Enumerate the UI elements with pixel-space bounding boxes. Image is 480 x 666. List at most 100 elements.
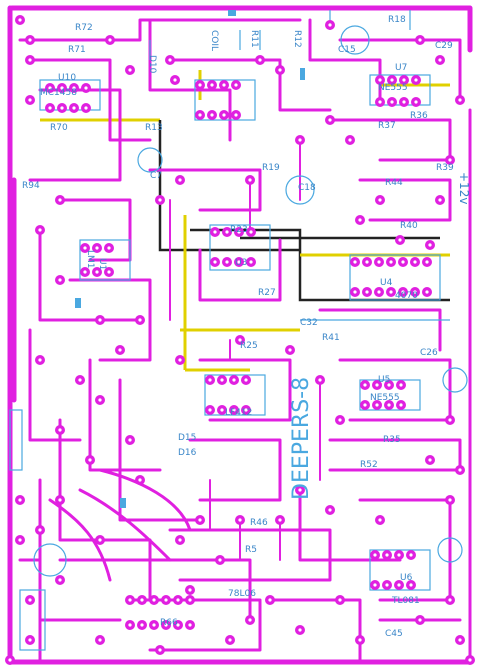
pad-hole	[413, 290, 417, 294]
pad-hole	[232, 408, 236, 412]
via-hole	[158, 648, 162, 652]
label-r25: R25	[240, 341, 258, 351]
via-hole	[298, 488, 302, 492]
via-hole	[458, 98, 462, 102]
pad-hole	[375, 403, 379, 407]
label-d10: D10	[147, 55, 157, 74]
label-r27: R27	[258, 288, 276, 298]
pad-hole	[414, 78, 418, 82]
pad-hole	[244, 378, 248, 382]
pad-hole	[237, 230, 241, 234]
via-hole	[108, 38, 112, 42]
via-hole	[418, 618, 422, 622]
label-r36: R36	[410, 111, 428, 121]
label-r71: R71	[68, 45, 86, 55]
pad-hole	[95, 270, 99, 274]
pad-hole	[83, 270, 87, 274]
via-hole	[58, 498, 62, 502]
pad-hole	[48, 86, 52, 90]
pad-hole	[220, 378, 224, 382]
label-r23: R23	[230, 225, 248, 235]
label-r35: R35	[383, 435, 401, 445]
label-coil: COIL	[209, 30, 219, 51]
via-hole	[98, 398, 102, 402]
label-u4: U4	[380, 278, 393, 288]
pad-hole	[208, 378, 212, 382]
pad-hole	[244, 408, 248, 412]
via-hole	[18, 18, 22, 22]
via-hole	[258, 58, 262, 62]
via-hole	[228, 638, 232, 642]
label-u6: U6	[400, 573, 413, 583]
pad-hole	[378, 78, 382, 82]
label-r44: R44	[385, 178, 403, 188]
via-hole	[318, 378, 322, 382]
label-ne555-top: NE555	[378, 83, 408, 93]
via-hole	[448, 158, 452, 162]
via-hole	[198, 518, 202, 522]
via-hole	[28, 98, 32, 102]
via-hole	[188, 588, 192, 592]
via-hole	[28, 598, 32, 602]
label-c26: C26	[420, 348, 438, 358]
via-hole	[28, 638, 32, 642]
pad-hole	[84, 86, 88, 90]
label-u3: U3	[235, 258, 247, 268]
via-hole	[58, 278, 62, 282]
pad-hole	[390, 100, 394, 104]
via-hole	[178, 358, 182, 362]
board-title: DEEPERS-8	[289, 377, 314, 500]
via-hole	[88, 458, 92, 462]
pad-hole	[140, 598, 144, 602]
via-hole	[298, 628, 302, 632]
pad-hole	[397, 583, 401, 587]
via-hole	[328, 508, 332, 512]
pad-hole	[213, 230, 217, 234]
label-mc1458: MC1458	[40, 88, 77, 98]
via-hole	[448, 418, 452, 422]
pad-hole	[387, 403, 391, 407]
pad-hole	[210, 83, 214, 87]
pad-hole	[363, 403, 367, 407]
pad-hole	[95, 246, 99, 250]
via-hole	[398, 238, 402, 242]
pad-hole	[413, 260, 417, 264]
via-hole	[438, 58, 442, 62]
label-c18: C18	[298, 183, 316, 193]
pad-hole	[377, 260, 381, 264]
via-hole	[468, 658, 472, 662]
pad-hole	[234, 113, 238, 117]
pad-hole	[237, 260, 241, 264]
pad-hole	[213, 260, 217, 264]
label-lf412: LF412	[225, 408, 252, 418]
pad-hole	[365, 260, 369, 264]
via-hole	[38, 528, 42, 532]
via-hole	[38, 228, 42, 232]
pad-hole	[425, 260, 429, 264]
via-hole	[218, 558, 222, 562]
via-hole	[378, 518, 382, 522]
pad-hole	[378, 100, 382, 104]
via-hole	[128, 438, 132, 442]
pad-hole	[72, 106, 76, 110]
pad-hole	[198, 83, 202, 87]
via-hole	[168, 58, 172, 62]
via-hole	[28, 58, 32, 62]
label-c45: C45	[385, 629, 403, 639]
label-r72: R72	[75, 23, 93, 33]
via-hole	[448, 498, 452, 502]
label-4070: 4070	[395, 291, 418, 301]
label-r70: R70	[50, 123, 68, 133]
pad-hole	[402, 78, 406, 82]
label-r94: R94	[22, 181, 40, 191]
via-hole	[58, 428, 62, 432]
label-tl081: TL081	[391, 596, 420, 606]
via-hole	[358, 218, 362, 222]
via-hole	[278, 518, 282, 522]
pad-hole	[402, 100, 406, 104]
via-hole	[8, 658, 12, 662]
solder-pads	[5, 15, 475, 665]
label-u7: U7	[395, 63, 407, 73]
label-d16: D16	[178, 448, 197, 458]
